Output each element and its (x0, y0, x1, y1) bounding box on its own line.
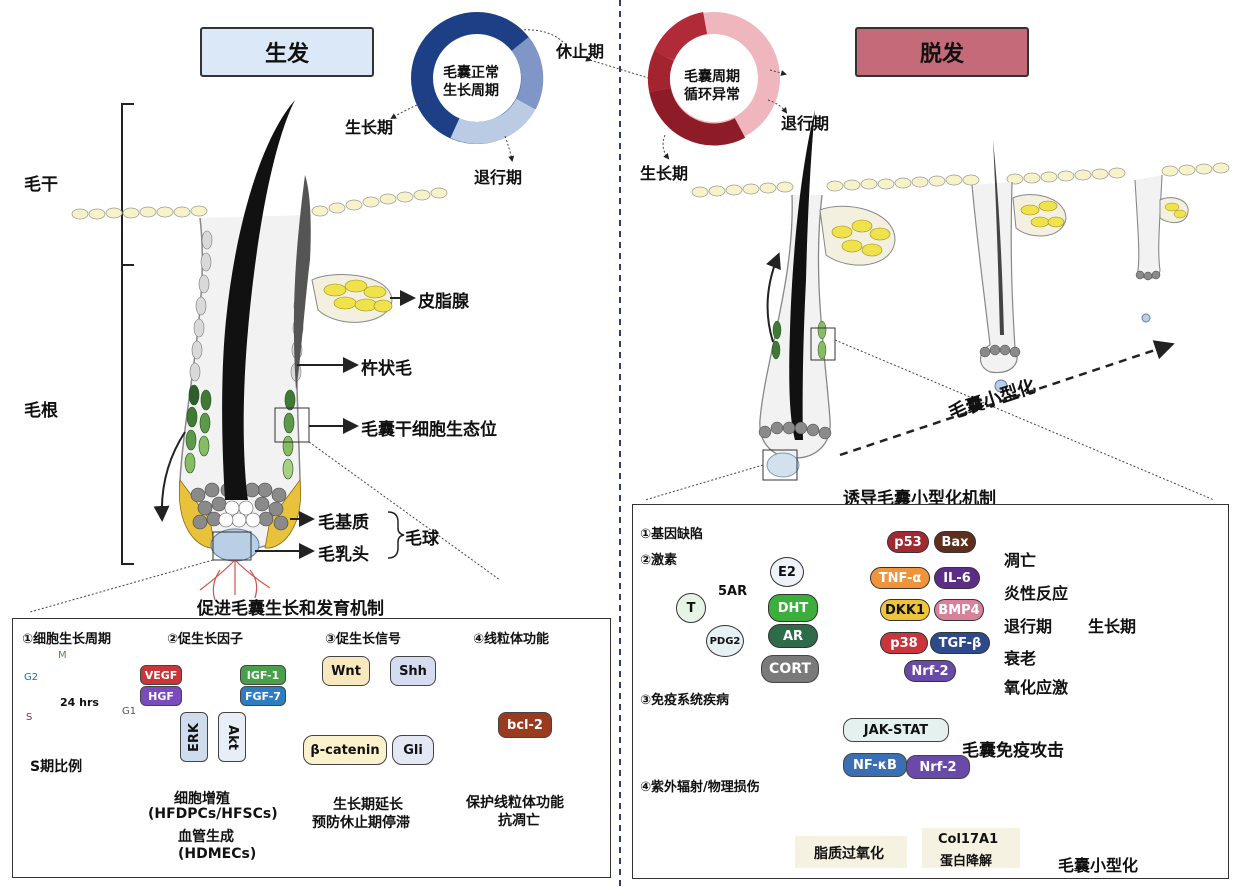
col17-label-1: Col17A1 (938, 832, 999, 847)
stem-niche-label: 毛囊干细胞生态位 (361, 420, 497, 440)
t-cell-label: T cell (794, 731, 818, 740)
senescence-label: 衰老 (1004, 649, 1037, 668)
left-growth-phase-label: 生长期 (345, 118, 394, 137)
wnt-box: Wnt (322, 656, 370, 686)
mito-protect-2: 抗凋亡 (498, 813, 540, 829)
lipid-bg (795, 836, 907, 868)
growth-down-label: 生长期 (1088, 617, 1137, 636)
apoptosis-label: 凋亡 (1004, 551, 1037, 570)
phase-s: S (26, 712, 33, 723)
oxidative-label: 氧化应激 (1004, 678, 1069, 697)
miniaturizing-follicles-illustration (644, 110, 1230, 501)
right-growth-phase-label: 生长期 (640, 164, 689, 183)
bax-pill: Bax (934, 531, 976, 553)
proliferation-1: 细胞增殖 (174, 791, 230, 807)
normal-cycle-center-1: 毛囊正常 (443, 65, 499, 81)
normal-cycle-center-2: 生长周期 (443, 83, 499, 99)
club-hair-label: 杵状毛 (361, 359, 412, 379)
abnormal-cycle-ring (647, 12, 780, 146)
inflammation-label: 炎性反应 (1004, 584, 1069, 603)
matrix-label: 毛基质 (318, 513, 369, 533)
jakstat-box: JAK-STAT (843, 718, 949, 742)
right-sec1: ①基因缺陷 (640, 527, 704, 542)
left-sec3: ③促生长信号 (325, 632, 402, 647)
sebaceous-label: 皮脂腺 (418, 292, 469, 312)
col17-label-2: 蛋白降解 (940, 854, 993, 869)
regress-up-label: 退行期 (1004, 617, 1053, 636)
cell-cycle-hours: 24 hrs (60, 696, 99, 709)
ar-node: AR (768, 624, 818, 648)
stress-label: Stress (734, 820, 774, 833)
right-sec4: ④紫外辐射/物理损伤 (640, 780, 760, 795)
proliferation-4: (HDMECs) (178, 846, 257, 862)
igf1-box: IGF-1 (240, 665, 286, 685)
dkk1-pill: DKK1 (880, 599, 930, 621)
left-sec1: ①细胞生长周期 (22, 632, 112, 647)
pdg2-node: PDG2 (706, 625, 744, 657)
s-phase-ratio: S期比例 (30, 759, 83, 775)
phase-m: M (58, 650, 67, 661)
gli-box: Gli (392, 735, 434, 765)
abnormal-cycle-center-2: 循环异常 (684, 87, 740, 103)
right-sec2: ②激素 (640, 553, 678, 568)
vegf-box: VEGF (140, 665, 182, 685)
dht-node: DHT (768, 594, 818, 622)
hgf-box: HGF (140, 686, 182, 706)
akt-label: Akt (224, 724, 240, 750)
hair-root-label: 毛根 (24, 401, 58, 421)
left-regression-phase-label: 退行期 (474, 168, 523, 187)
hair-follicle-illustration (29, 100, 501, 613)
erk-box: ERK (180, 712, 208, 762)
bcl2-box: bcl-2 (498, 712, 552, 738)
papilla-label: 毛乳头 (318, 545, 369, 565)
akt-box: Akt (218, 712, 246, 762)
lipid-label: 脂质过氧化 (814, 846, 884, 862)
growth-extend-1: 生长期延长 (333, 797, 403, 813)
nfkb-box: NF-κB (843, 753, 907, 777)
p38-pill: p38 (880, 632, 928, 654)
resting-phase-label: 休止期 (556, 42, 605, 61)
normal-cycle-ring (411, 12, 544, 144)
nk-cell-label: NK cell (722, 732, 738, 750)
erk-label: ERK (186, 722, 202, 752)
ros-label: ROS (1031, 799, 1055, 810)
final-miniaturize-label: 毛囊小型化 (1058, 856, 1139, 875)
beta-catenin-box: β-catenin (303, 735, 387, 765)
nrf2-pill: Nrf-2 (904, 660, 956, 682)
fivear-label: 5AR (718, 584, 748, 599)
t-node: T (676, 593, 706, 623)
p53-pill: p53 (887, 531, 929, 553)
right-regression-phase-label: 退行期 (781, 114, 830, 133)
col-bg (922, 828, 1020, 868)
shh-box: Shh (390, 656, 436, 686)
left-sec4: ④线粒体功能 (473, 632, 550, 647)
right-mechanism-panel (632, 504, 1229, 879)
left-title: 生发 (200, 27, 374, 77)
phase-g2: G2 (24, 672, 39, 683)
left-mechanism-title: 促进毛囊生长和发育机制 (197, 599, 384, 619)
uv-label: UV (680, 818, 701, 833)
proliferation-3: 血管生成 (178, 829, 234, 845)
proliferation-2: (HFDPCs/HFSCs) (148, 806, 278, 822)
tgfb-pill: TGF-β (930, 632, 990, 654)
nrf2b-box: Nrf-2 (906, 755, 970, 779)
abnormal-cycle-center-1: 毛囊周期 (684, 69, 740, 85)
left-sec2: ②促生长因子 (167, 632, 244, 647)
growth-extend-2: 预防休止期停滞 (312, 815, 410, 831)
bmp4-pill: BMP4 (934, 599, 984, 621)
right-sec3: ③免疫系统疾病 (640, 693, 730, 708)
il6-pill: IL-6 (934, 567, 980, 589)
fgf7-box: FGF-7 (240, 686, 286, 706)
immune-attack-label: 毛囊免疫攻击 (962, 741, 1064, 761)
bulb-label: 毛球 (405, 529, 439, 549)
e2-node: E2 (770, 557, 804, 587)
tnfa-pill: TNF-α (870, 567, 930, 589)
right-title: 脱发 (855, 27, 1029, 77)
phase-g1: G1 (122, 706, 137, 717)
cort-node: CORT (761, 655, 819, 683)
hair-shaft-label: 毛干 (24, 175, 58, 195)
mito-protect-1: 保护线粒体功能 (466, 795, 564, 811)
